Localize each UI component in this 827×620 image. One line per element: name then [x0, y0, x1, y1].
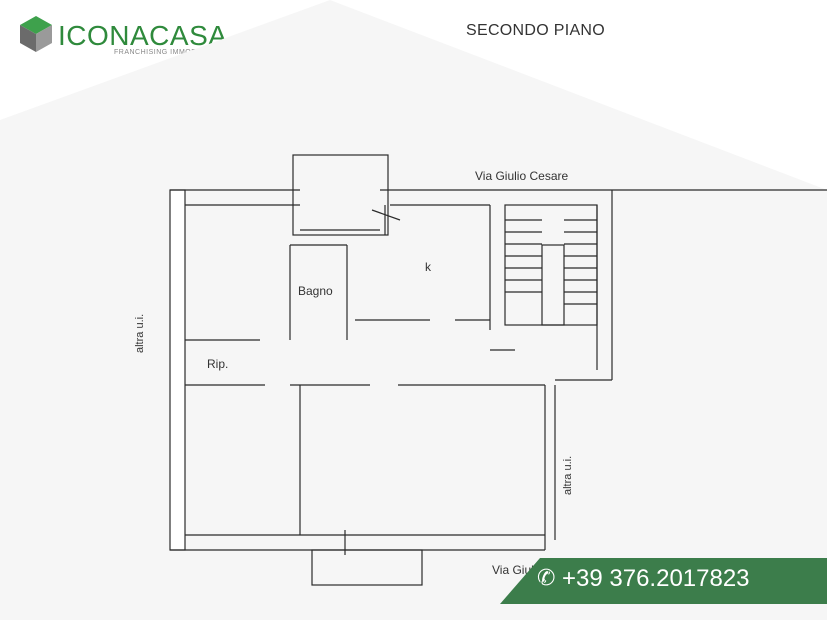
room-label-bagno: Bagno	[298, 284, 333, 298]
room-label-storage: Rip.	[207, 357, 229, 371]
contact-banner	[500, 558, 827, 604]
house-cube-icon	[20, 16, 52, 52]
phone-icon: ✆	[537, 566, 556, 591]
neighbor-label-right: altra u.i.	[562, 455, 574, 495]
plan-title: SECONDO PIANO	[466, 22, 606, 39]
contact-phone[interactable]: +39 376.2017823	[562, 565, 750, 592]
brand-tagline: FRANCHISING IMMOBILIARE	[114, 49, 222, 56]
brand-name: ICONACASA	[58, 20, 228, 51]
street-label-top: Via Giulio Cesare	[475, 169, 569, 183]
plan-walls	[169, 154, 827, 586]
neighbor-label-left: altra u.i.	[134, 313, 146, 353]
brand-logo: ICONACASA FRANCHISING IMMOBILIARE	[18, 14, 227, 62]
room-label-kitchen: k	[425, 260, 431, 274]
